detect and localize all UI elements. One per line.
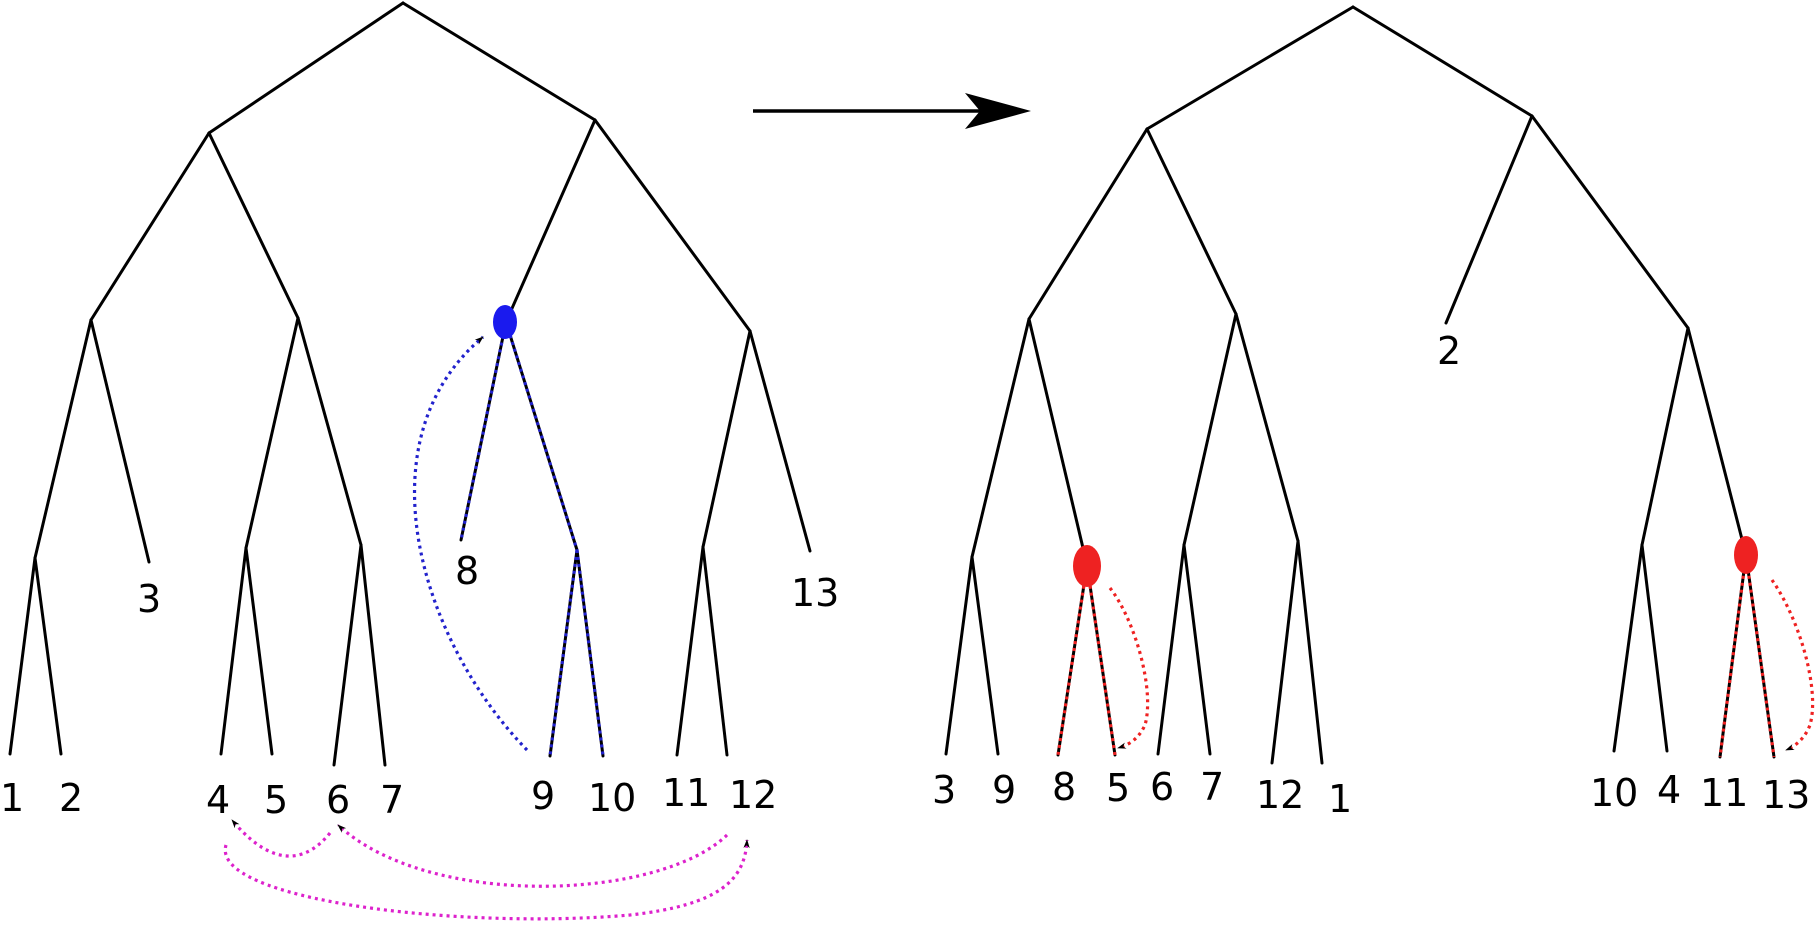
edge bbox=[244, 316, 300, 550]
leaf-label: 10 bbox=[588, 776, 636, 820]
edge bbox=[970, 317, 1031, 559]
edge bbox=[1296, 539, 1324, 765]
edge bbox=[244, 546, 274, 756]
magenta-swap-arrows bbox=[223, 818, 750, 921]
magenta-arrow-12-to-6 bbox=[336, 823, 729, 888]
edge bbox=[89, 131, 211, 322]
red-dotted-edge bbox=[1718, 554, 1748, 758]
leaf-label: 1 bbox=[0, 776, 24, 820]
right-tree-leaf-labels: 2 3 9 8 5 6 7 12 1 10 4 11 13 bbox=[932, 329, 1810, 821]
edge bbox=[1444, 114, 1534, 325]
edge bbox=[1085, 563, 1117, 757]
edge bbox=[207, 1, 405, 135]
blue-highlighted-subtree bbox=[459, 321, 605, 757]
leaf-label: 12 bbox=[729, 773, 777, 817]
leaf-label: 5 bbox=[1106, 766, 1130, 810]
edge bbox=[504, 118, 597, 324]
leaf-label: 10 bbox=[1590, 771, 1638, 815]
edge bbox=[1530, 114, 1690, 330]
red-curved-arrow bbox=[1770, 579, 1815, 752]
edge bbox=[33, 556, 63, 756]
right-tree-edges bbox=[944, 5, 1776, 765]
red-curved-arrow bbox=[1108, 587, 1150, 750]
left-tree-edges bbox=[8, 1, 812, 767]
edge bbox=[1027, 127, 1149, 321]
edge bbox=[593, 118, 752, 333]
leaf-label: 2 bbox=[1437, 329, 1461, 373]
edge bbox=[1640, 326, 1690, 547]
leaf-label: 2 bbox=[59, 776, 83, 820]
edge bbox=[1234, 312, 1300, 543]
leaf-label: 9 bbox=[531, 774, 555, 818]
red-dotted-edge bbox=[1744, 554, 1776, 758]
leaf-label: 7 bbox=[380, 778, 404, 822]
red-highlighted-subtrees bbox=[1056, 554, 1815, 758]
leaf-label: 3 bbox=[137, 577, 161, 621]
edge bbox=[219, 546, 248, 756]
edge bbox=[1182, 312, 1238, 547]
leaf-label: 13 bbox=[1762, 773, 1810, 817]
blue-curved-arrow bbox=[412, 335, 529, 752]
edge bbox=[944, 555, 974, 756]
edge bbox=[701, 329, 752, 549]
edge bbox=[1640, 543, 1669, 753]
leaf-label: 11 bbox=[1700, 771, 1748, 815]
leaf-label: 12 bbox=[1256, 773, 1304, 817]
edge bbox=[332, 543, 363, 767]
left-tree: 1 2 3 4 5 6 7 8 9 10 11 12 13 bbox=[0, 1, 839, 921]
edge bbox=[1056, 563, 1089, 757]
edge bbox=[675, 545, 705, 757]
edge bbox=[89, 318, 151, 564]
leaf-label: 11 bbox=[662, 771, 710, 815]
blue-dotted-edge bbox=[504, 321, 579, 551]
right-arrow-icon bbox=[753, 93, 1031, 129]
leaf-label: 7 bbox=[1200, 765, 1224, 809]
leaf-label: 9 bbox=[992, 768, 1016, 812]
left-tree-leaf-labels: 1 2 3 4 5 6 7 8 9 10 11 12 13 bbox=[0, 549, 839, 822]
leaf-label: 1 bbox=[1328, 777, 1352, 821]
edge bbox=[1686, 326, 1748, 557]
edge bbox=[296, 316, 363, 547]
edge bbox=[701, 545, 729, 757]
magenta-arrow-6-to-4 bbox=[230, 818, 332, 858]
edge bbox=[1182, 543, 1212, 756]
edge bbox=[970, 555, 1000, 756]
red-node-marker bbox=[1073, 545, 1101, 587]
selected-node-marker bbox=[493, 305, 517, 339]
leaf-label: 13 bbox=[791, 571, 839, 615]
edge bbox=[207, 131, 300, 320]
leaf-label: 6 bbox=[326, 778, 350, 822]
edge bbox=[1145, 127, 1238, 316]
leaf-label: 4 bbox=[1657, 768, 1681, 812]
right-tree: 2 3 9 8 5 6 7 12 1 10 4 11 13 bbox=[932, 5, 1815, 821]
edge bbox=[548, 548, 579, 758]
blue-dotted-edge bbox=[459, 321, 508, 541]
leaf-label: 8 bbox=[455, 549, 479, 593]
leaf-label: 8 bbox=[1052, 765, 1076, 809]
edge bbox=[33, 318, 93, 560]
leaf-label: 3 bbox=[932, 768, 956, 812]
edge bbox=[1351, 5, 1534, 118]
red-node-marker bbox=[1734, 536, 1758, 574]
magenta-arrow-4-to-12 bbox=[223, 839, 750, 921]
edge bbox=[1145, 5, 1355, 131]
leaf-label: 6 bbox=[1150, 765, 1174, 809]
edge bbox=[1156, 543, 1186, 756]
leaf-label: 5 bbox=[264, 778, 288, 822]
edge bbox=[401, 1, 597, 122]
edge bbox=[359, 543, 387, 767]
edge bbox=[1612, 543, 1644, 753]
edge bbox=[575, 548, 605, 758]
edge bbox=[1270, 539, 1300, 765]
leaf-label: 4 bbox=[206, 778, 230, 822]
edge bbox=[748, 329, 812, 553]
edge bbox=[1027, 317, 1089, 567]
edge bbox=[8, 556, 37, 756]
